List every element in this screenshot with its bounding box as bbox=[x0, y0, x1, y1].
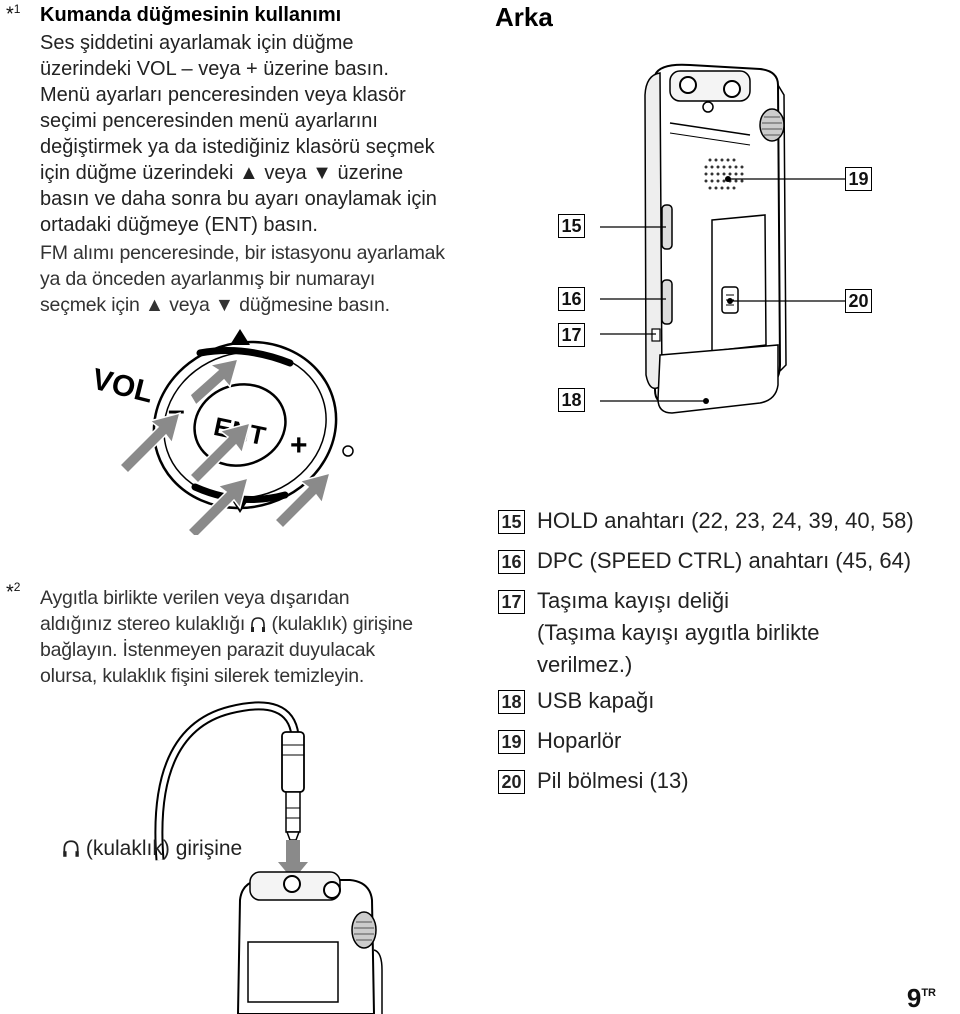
text-line: üzerindeki VOL – veya + üzerine basın. bbox=[40, 58, 389, 80]
text-line: aldığınız stereo kulaklığı (kulaklık) gi… bbox=[40, 613, 413, 635]
legend-item: 18 USB kapağı bbox=[498, 685, 914, 725]
legend-text: Taşıma kayışı deliği bbox=[537, 588, 729, 613]
press-arrow-icon bbox=[186, 476, 250, 535]
control-button-figure: ENT – + VOL bbox=[89, 329, 354, 535]
headphone-plug-figure bbox=[154, 701, 383, 1014]
text-line: Aygıtla birlikte verilen veya dışarıdan bbox=[40, 587, 350, 609]
recorder-back-illustration bbox=[600, 63, 845, 414]
text-line: için düğme üzerindeki ▲ veya ▼ üzerine bbox=[40, 162, 404, 184]
text-line: seçmek için ▲ veya ▼ düğmesine basın. bbox=[40, 294, 390, 316]
text-line: Menü ayarları penceresinden veya klasör bbox=[40, 84, 406, 106]
legend-item: 20 Pil bölmesi (13) bbox=[498, 765, 914, 805]
press-arrow-icon bbox=[118, 411, 182, 475]
legend-item: 17 Taşıma kayışı deliği (Taşıma kayışı a… bbox=[498, 585, 914, 677]
back-view-title: Arka bbox=[495, 2, 553, 32]
note2-paragraph: Aygıtla birlikte verilen veya dışarıdan … bbox=[40, 585, 413, 689]
legend-text: (Taşıma kayışı aygıtla birlikte bbox=[537, 620, 820, 645]
legend-number: 18 bbox=[498, 690, 525, 714]
text-line: ya da önceden ayarlanmış bir numarayı bbox=[40, 268, 376, 290]
legend-text: USB kapağı bbox=[537, 688, 655, 713]
legend-number: 19 bbox=[498, 730, 525, 754]
legend-item: 19 Hoparlör bbox=[498, 725, 914, 765]
caption-text: (kulaklık) girişine bbox=[85, 837, 243, 860]
footnote-marker-2: *2 bbox=[6, 580, 21, 604]
press-arrow-icon bbox=[189, 358, 240, 407]
vol-label: VOL bbox=[89, 363, 157, 410]
legend-number: 15 bbox=[498, 510, 525, 534]
footnote-marker-1: *1 bbox=[6, 2, 21, 26]
callout-18: 18 bbox=[558, 388, 585, 412]
text-line: ortadaki düğmeye (ENT) basın. bbox=[40, 214, 318, 236]
legend-number: 17 bbox=[498, 590, 525, 614]
legend-text: DPC (SPEED CTRL) anahtarı (45, 64) bbox=[537, 548, 912, 573]
legend-item: 16 DPC (SPEED CTRL) anahtarı (45, 64) bbox=[498, 545, 914, 585]
text-line: Ses şiddetini ayarlamak için düğme bbox=[40, 32, 354, 54]
text-line: bağlayın. İstenmeyen parazit duyulacak bbox=[40, 639, 375, 661]
press-arrow-icon bbox=[188, 421, 252, 485]
page-number: 9TR bbox=[906, 983, 936, 1013]
headphone-icon bbox=[251, 617, 266, 632]
text-line: FM alımı penceresinde, bir istasyonu aya… bbox=[40, 242, 445, 264]
press-arrow-icon bbox=[273, 471, 332, 530]
fm-paragraph: FM alımı penceresinde, bir istasyonu aya… bbox=[40, 240, 445, 318]
text-line: seçimi penceresinden menü ayarlarını bbox=[40, 110, 378, 132]
plus-label: + bbox=[290, 429, 308, 462]
legend-text: Pil bölmesi (13) bbox=[537, 768, 689, 793]
section-title: Kumanda düğmesinin kullanımı bbox=[40, 4, 342, 26]
legend-number: 16 bbox=[498, 550, 525, 574]
instruction-paragraph: Ses şiddetini ayarlamak için düğme üzeri… bbox=[40, 30, 437, 238]
legend-text: Hoparlör bbox=[537, 728, 622, 753]
legend-item: 15 HOLD anahtarı (22, 23, 24, 39, 40, 58… bbox=[498, 505, 914, 545]
callout-20: 20 bbox=[845, 289, 872, 313]
parts-legend: 15 HOLD anahtarı (22, 23, 24, 39, 40, 58… bbox=[498, 505, 914, 805]
headphone-icon bbox=[63, 840, 79, 858]
callout-15: 15 bbox=[558, 214, 585, 238]
callout-16: 16 bbox=[558, 287, 585, 311]
arrow-up-icon bbox=[230, 329, 250, 345]
callout-17: 17 bbox=[558, 323, 585, 347]
text-line: basın ve daha sonra bu ayarı onaylamak i… bbox=[40, 188, 437, 210]
text-line: değiştirmek ya da istediğiniz klasörü se… bbox=[40, 136, 435, 158]
legend-text: verilmez.) bbox=[537, 652, 633, 677]
callout-19: 19 bbox=[845, 167, 872, 191]
text-line: olursa, kulaklık fişini silerek temizley… bbox=[40, 665, 365, 687]
legend-number: 20 bbox=[498, 770, 525, 794]
legend-text: HOLD anahtarı (22, 23, 24, 39, 40, 58) bbox=[537, 508, 914, 533]
headphone-jack-caption: (kulaklık) girişine bbox=[62, 836, 242, 862]
